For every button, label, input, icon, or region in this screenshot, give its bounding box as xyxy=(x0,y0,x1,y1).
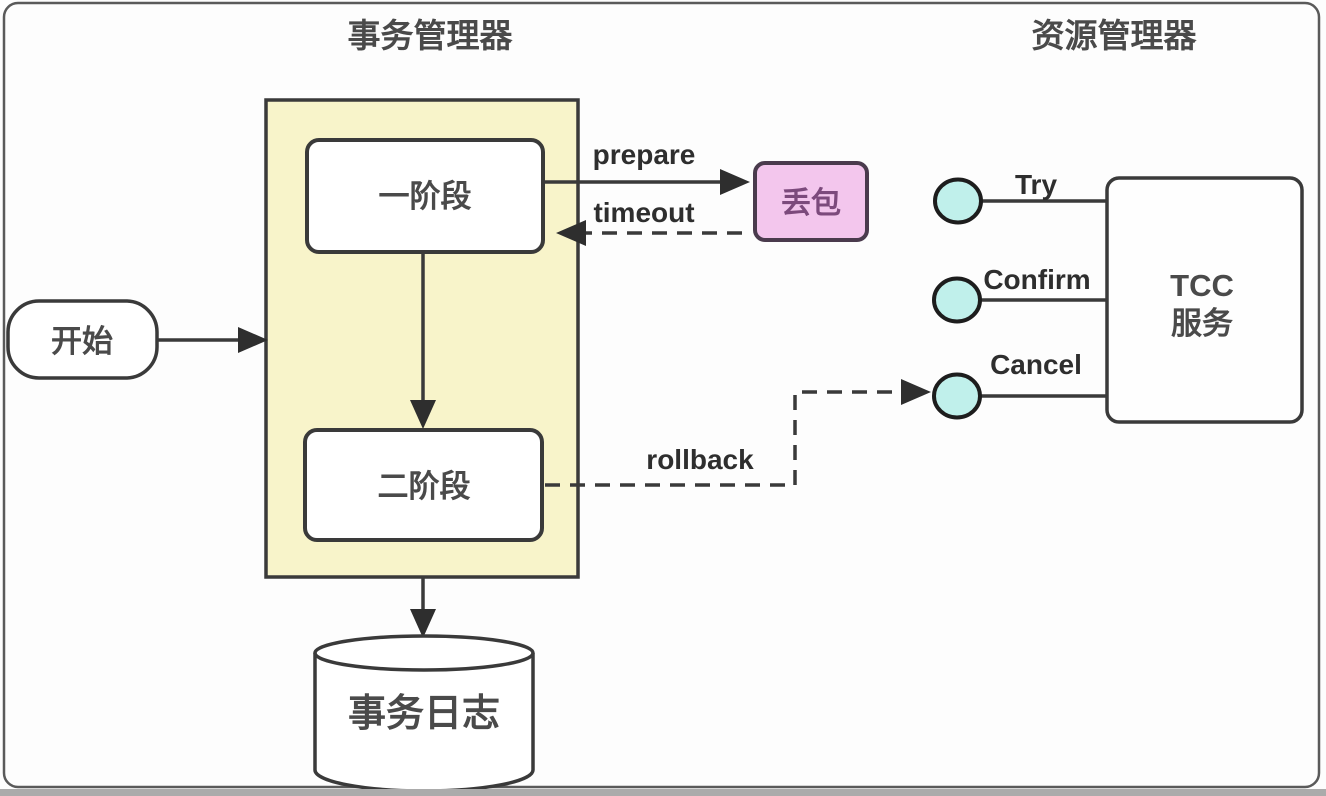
transaction-log-label: 事务日志 xyxy=(348,693,500,735)
tcc-service-label-line1: TCC xyxy=(1170,268,1234,303)
rollback-arrowhead xyxy=(901,379,931,405)
rollback-line xyxy=(545,390,903,487)
cancel-endpoint-circle xyxy=(932,372,982,420)
phase1-node-shape xyxy=(305,138,545,254)
timeout-arrowhead xyxy=(556,220,586,246)
phase2-node-label: 二阶段 xyxy=(378,469,471,504)
packet-loss-node-label: 丢包 xyxy=(781,186,841,220)
transaction-log-top xyxy=(313,634,535,672)
prepare-arrowhead xyxy=(720,169,750,195)
start-arrowhead xyxy=(238,327,268,353)
cancel-label: Cancel xyxy=(990,349,1082,380)
title-transaction-manager: 事务管理器 xyxy=(348,17,514,54)
video-progress-bar xyxy=(0,789,1326,796)
phase2-node-shape xyxy=(303,428,544,542)
timeout-label: timeout xyxy=(593,197,694,228)
container-log-arrowhead xyxy=(410,609,436,638)
transaction-log-node: 事务日志 xyxy=(313,634,535,793)
start-node: 开始 xyxy=(6,299,159,380)
endpoint-confirm: Confirm xyxy=(932,264,1107,324)
confirm-label: Confirm xyxy=(983,264,1090,295)
endpoint-cancel: Cancel xyxy=(932,349,1107,420)
phase2-node: 二阶段 xyxy=(303,428,544,542)
endpoint-try: Try xyxy=(933,169,1107,225)
packet-loss-node: 丢包 xyxy=(753,161,869,242)
start-node-label: 开始 xyxy=(51,324,113,359)
packet-loss-node-shape xyxy=(753,161,869,242)
title-resource-manager: 资源管理器 xyxy=(1032,17,1198,54)
phase1-node-label: 一阶段 xyxy=(379,179,472,214)
prepare-label: prepare xyxy=(593,139,696,170)
phase1-node: 一阶段 xyxy=(305,138,545,254)
rollback-label: rollback xyxy=(646,444,754,475)
tcc-service-node: TCC 服务 xyxy=(1105,176,1304,424)
phase1-phase2-arrowhead xyxy=(410,400,436,429)
try-endpoint-circle xyxy=(933,177,983,225)
try-label: Try xyxy=(1015,169,1057,200)
start-node-shape xyxy=(6,299,159,380)
tcc-service-label-line2: 服务 xyxy=(1171,306,1233,341)
confirm-endpoint-circle xyxy=(932,276,982,324)
